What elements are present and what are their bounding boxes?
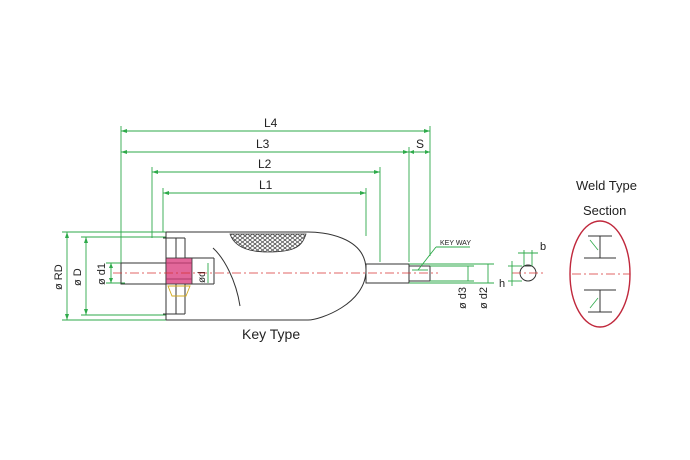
dimension-d3-label: ø d3 — [457, 287, 469, 309]
dimension-l1-label: L1 — [259, 178, 273, 192]
weld-type-caption-line2: Section — [583, 203, 626, 218]
keyway-label: KEY WAY — [440, 240, 471, 247]
dimension-d1-label: ø d1 — [96, 263, 108, 285]
length-dimensions: L4 L3 S L2 L1 — [120, 116, 431, 268]
dimension-d-outer-label: ø D — [72, 268, 84, 286]
dimension-d2-label: ø d2 — [478, 287, 490, 309]
bearing: ød — [165, 257, 209, 297]
dimension-rd-label: ø RD — [53, 264, 65, 290]
right-dimensions: KEY WAY ø d3 ø d2 — [409, 240, 494, 309]
dimension-s-label: S — [416, 137, 424, 151]
left-diameter-dimensions: ø RD ø D ø d1 — [53, 231, 166, 321]
dimension-d-label: ød — [197, 271, 208, 283]
weld-type-section — [569, 220, 631, 328]
weld-type-caption-line1: Weld Type — [576, 178, 637, 193]
shaft-end-section: b h — [499, 241, 546, 290]
dimension-l3-label: L3 — [256, 137, 270, 151]
dimension-h-label: h — [499, 278, 505, 290]
key-type-caption: Key Type — [242, 326, 300, 342]
knurled-surface — [229, 233, 307, 253]
dimension-b-label: b — [540, 241, 546, 253]
dimension-l2-label: L2 — [258, 157, 272, 171]
roller-body — [163, 231, 367, 321]
dimension-l4-label: L4 — [264, 116, 278, 130]
